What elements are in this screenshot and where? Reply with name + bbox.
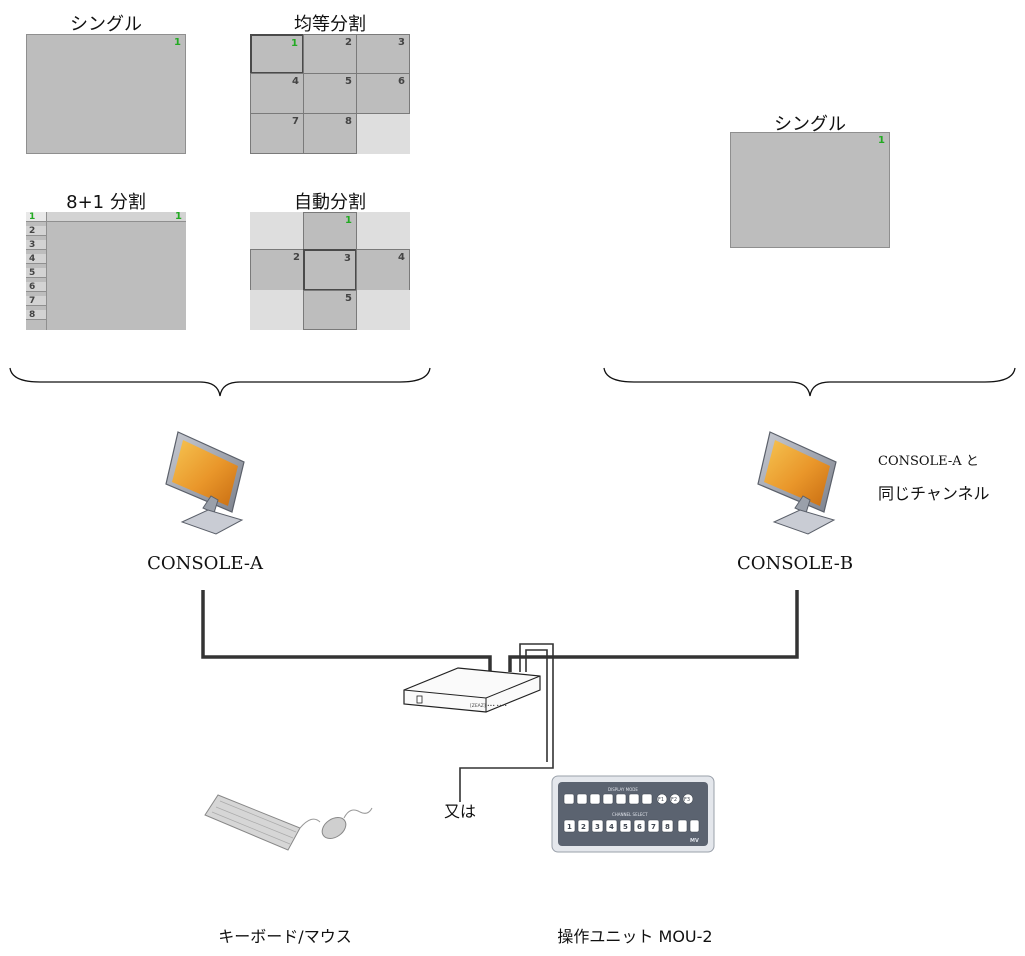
sidebar-item: 3 [26,240,46,250]
grid-cell-empty [250,290,304,330]
channel-number: 1 [174,37,181,48]
grid-cell: 3 [356,34,410,74]
cell-number: 3 [344,253,351,264]
cell-number: 5 [345,293,352,304]
grid-cell: 6 [356,73,410,114]
cell-number: 2 [345,37,352,48]
sidebar-item: 8 [26,310,46,320]
cell-number: 3 [398,37,405,48]
channel-key-3: 3 [595,823,600,831]
grid-cell: 2 [250,249,304,291]
layout-single: 1 [26,34,186,154]
operation-unit-icon: DISPLAY MODE F1 F2 F3 CHANNEL SELECT [551,775,715,853]
layout-single-b: 1 [730,132,890,248]
main-channel-number: 1 [175,211,182,222]
layout-eight-plus-one: 1 1 2 3 4 5 6 7 8 [26,211,186,330]
keyboard-mouse-label: キーボード/マウス [218,927,352,946]
grid-cell-empty [357,212,410,250]
grid-cell-empty [250,212,304,250]
sidebar-item: 7 [26,296,46,306]
cell-number: 4 [292,76,299,87]
cell-number: 5 [345,76,352,87]
fn-key-1: F1 [658,797,664,803]
cell-number: 1 [291,38,298,49]
grid-cell: 4 [250,73,304,114]
layout-title-equal-split: 均等分割 [294,14,366,35]
sidebar-item: 6 [26,282,46,292]
cell-number: 1 [345,215,352,226]
channel-key-1: 1 [567,823,572,831]
cell-number: 4 [398,252,405,263]
layout-title-single-b: シングル [774,114,846,135]
sidebar-item: 1 [26,212,46,222]
layout-title-auto-split: 自動分割 [294,192,366,213]
grid-cell: 7 [250,113,304,154]
sidebar-item: 5 [26,268,46,278]
monitor-a-icon [165,431,245,535]
grid-cell: 1 [303,212,357,250]
channel-key-2: 2 [581,823,586,831]
brace-left [9,367,431,397]
sidebar-item: 4 [26,254,46,264]
layout-title-single: シングル [70,14,142,35]
grid-cell-empty [357,114,410,154]
grid-cell: 4 [356,249,410,291]
cell-number: 7 [292,116,299,127]
cell-number: 6 [398,76,405,87]
channel-key-6: 6 [637,823,642,831]
console-b-label: CONSOLE-B [736,553,854,574]
monitor-b-icon [757,431,837,535]
sidebar-item: 2 [26,226,46,236]
channel-number: 1 [878,135,885,146]
kvm-switch-icon: [ZEAZ] ••• •••• [403,667,541,713]
keyboard-icon [204,794,321,851]
cell-number: 8 [345,116,352,127]
grid-cell: 1 [250,34,304,74]
brace-right [603,367,1016,397]
grid-cell: 8 [303,113,357,154]
or-label: 又は [443,802,476,821]
grid-cell-empty [357,290,410,330]
mouse-icon [321,807,373,839]
channel-key-5: 5 [623,823,628,831]
layout-equal-split: 1 2 3 4 5 6 7 8 [250,34,410,154]
console-b-note-line1: CONSOLE-A と [878,454,979,469]
main-view-header [46,212,186,222]
fn-key-3: F3 [684,797,690,803]
console-a-label: CONSOLE-A [147,553,263,574]
console-b-note-line2: 同じチャンネル [878,484,990,503]
unit-top-title: DISPLAY MODE [608,787,638,792]
unit-mid-title: CHANNEL SELECT [612,812,648,817]
fn-key-2: F2 [671,797,677,803]
layout-title-eight-plus-one: 8+1 分割 [66,192,146,213]
channel-key-7: 7 [651,823,656,831]
device-front-text: [ZEAZ] ••• •••• [470,703,507,709]
operation-unit-label: 操作ユニット MOU-2 [557,927,713,946]
cell-number: 2 [293,252,300,263]
cables [201,590,799,672]
channel-key-8: 8 [665,823,670,831]
grid-cell: 5 [303,290,357,330]
layout-auto-split: 1 2 3 4 5 [250,212,410,330]
unit-brand-logo: MV [690,838,699,844]
console-b-note: CONSOLE-A と 同じチャンネル [878,446,990,510]
channel-key-4: 4 [609,823,614,831]
